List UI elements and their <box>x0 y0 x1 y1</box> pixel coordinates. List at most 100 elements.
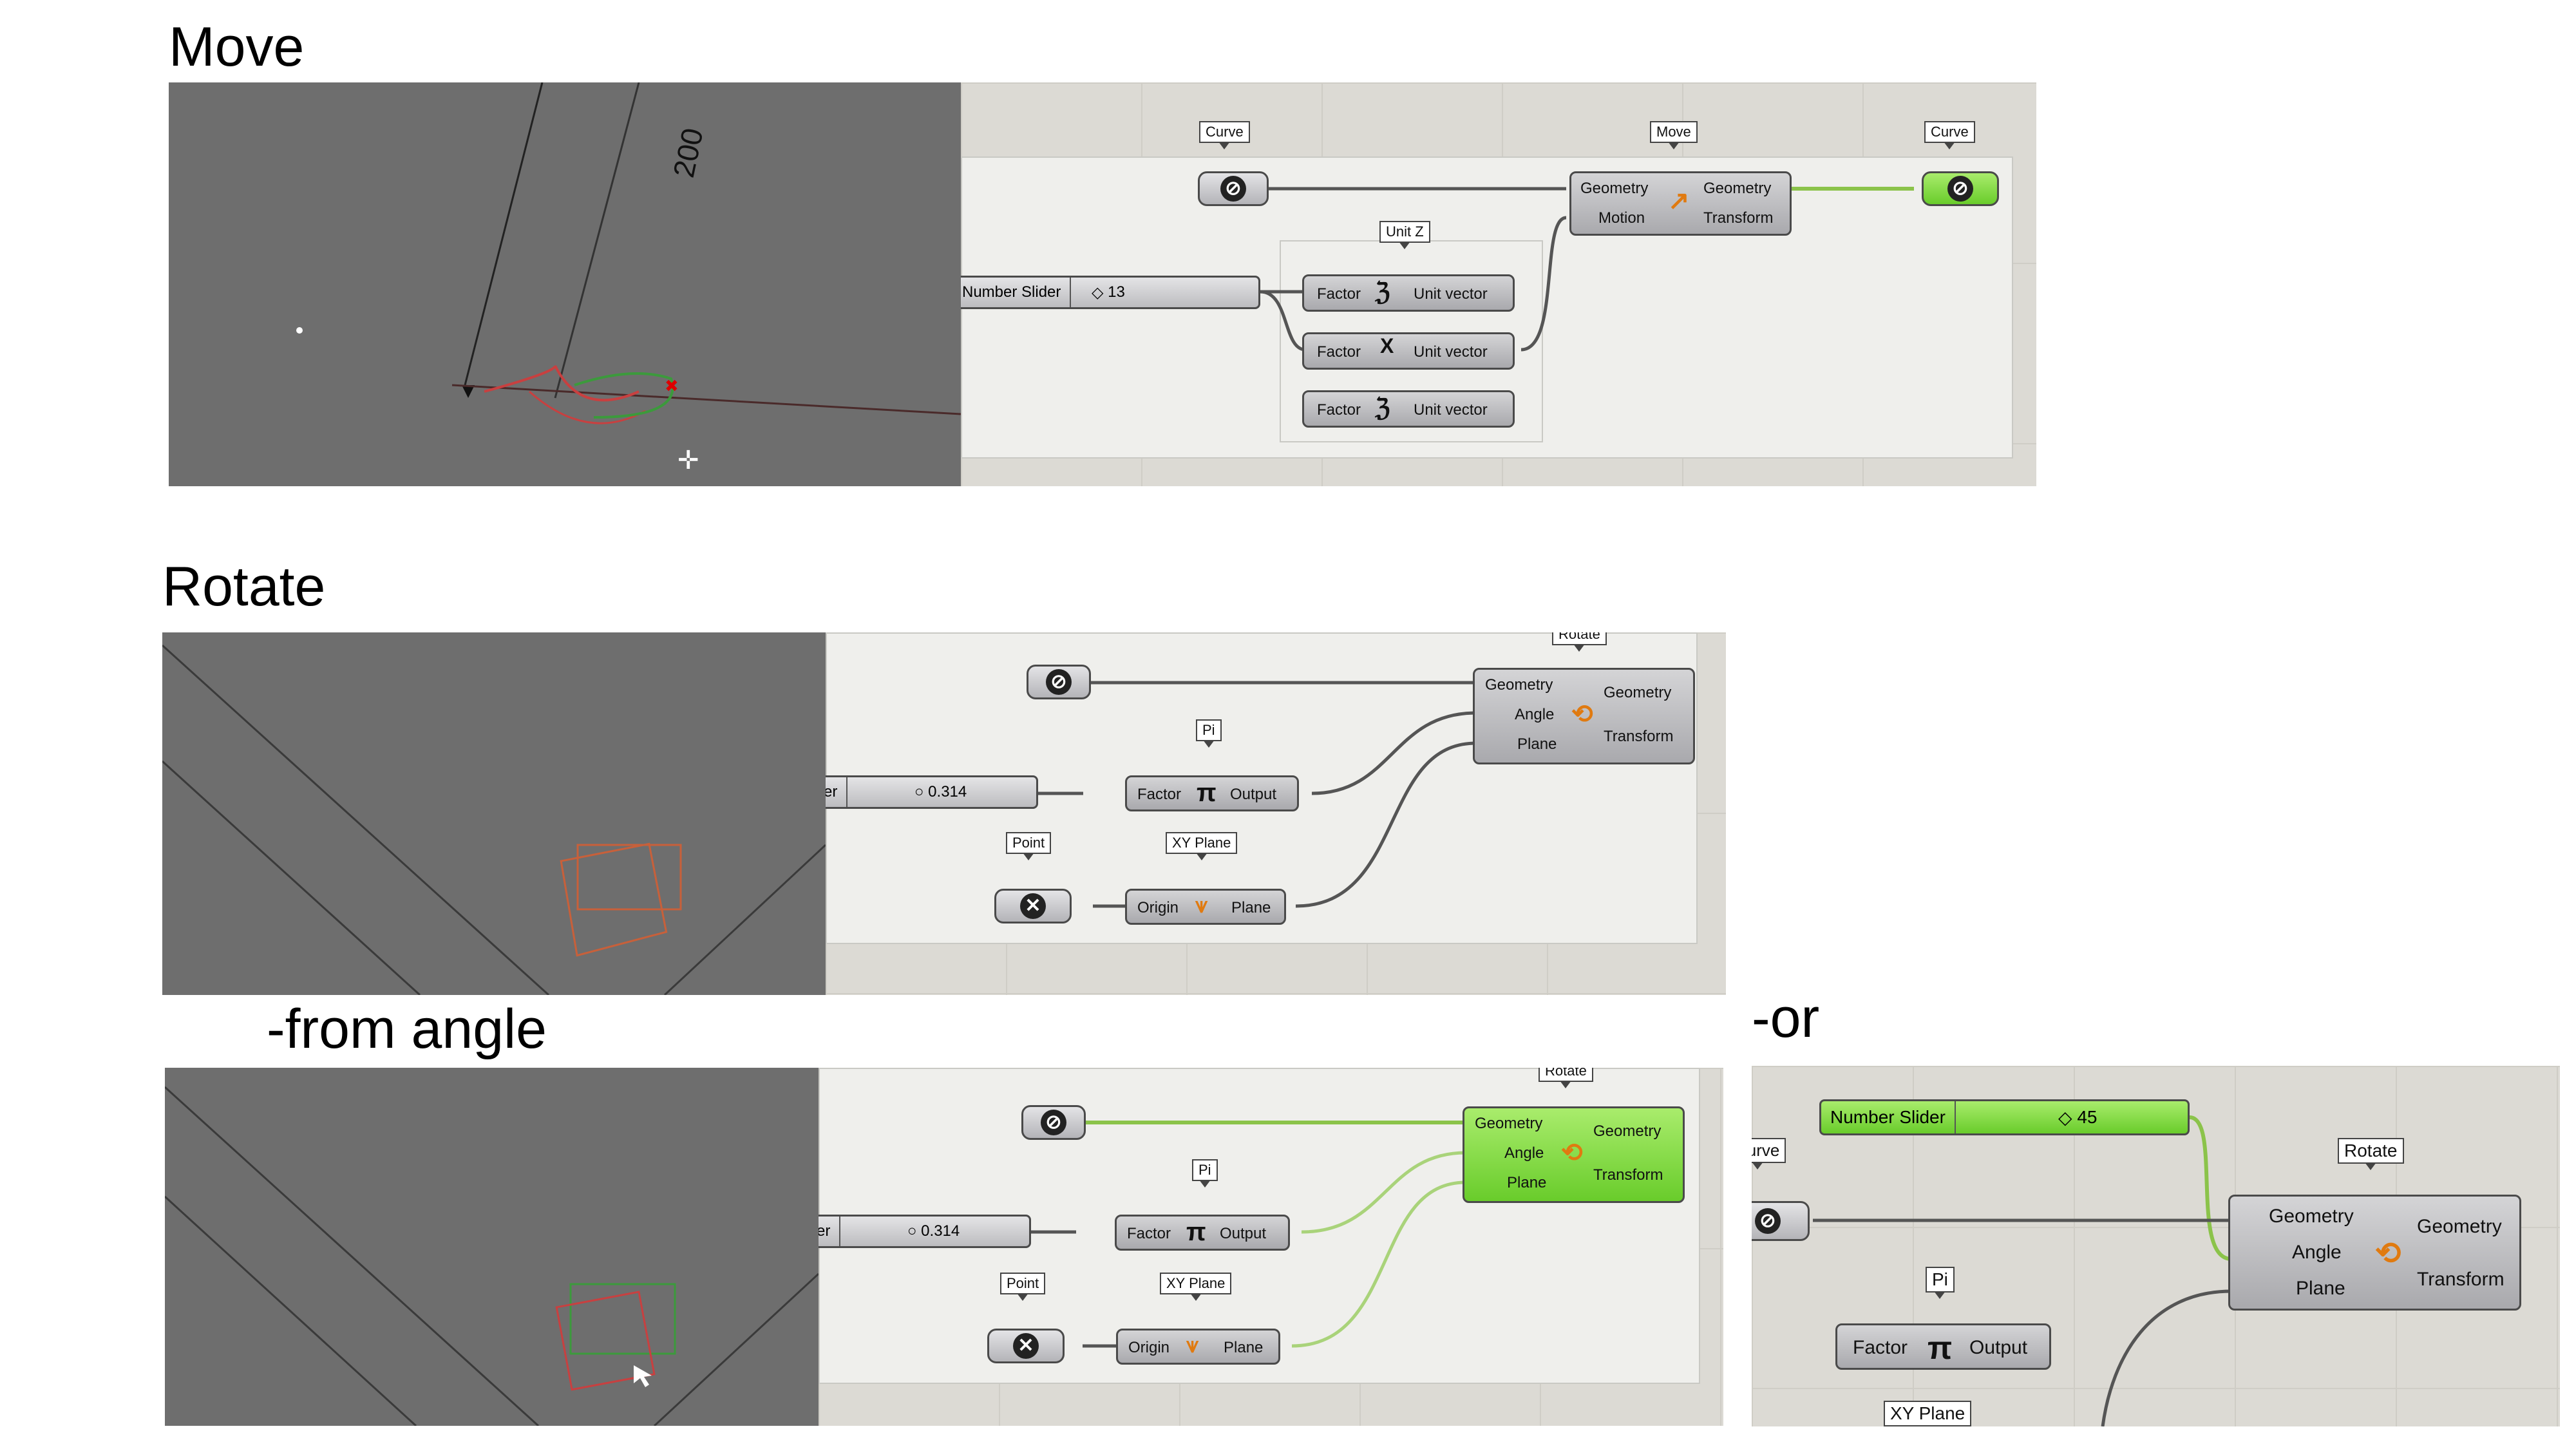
number-slider[interactable]: Slider ○ 0.314 <box>826 775 1038 809</box>
unit-z-icon: ℨ <box>1375 395 1390 422</box>
rotate-component[interactable]: Geometry Angle Plane ⟲ Geometry Transfor… <box>1463 1106 1685 1203</box>
rotate-screenshot: Rotate ⊘ Pi Slider ○ 0.314 Factor π Outp… <box>162 632 1726 995</box>
svg-text:✖: ✖ <box>665 376 679 395</box>
title-move: Move <box>169 16 305 78</box>
slider-value-text: 0.314 <box>928 783 967 800</box>
pi-out: Output <box>1230 786 1277 803</box>
xy-in: Origin <box>1128 1339 1170 1356</box>
rotate-component[interactable]: Geometry Angle Plane ⟲ Geometry Transfor… <box>1473 668 1695 764</box>
viewport-geometry <box>162 644 826 995</box>
curve-param[interactable]: ⊘ <box>1752 1201 1810 1241</box>
point-param[interactable]: ✕ <box>987 1329 1065 1363</box>
unit-z-in: Factor <box>1317 285 1361 303</box>
curve-tag: Curve <box>1199 121 1250 149</box>
pi-icon: π <box>1927 1330 1953 1366</box>
xy-plane-component[interactable]: Origin ⩛ Plane <box>1125 889 1286 925</box>
rotate-icon: ⟲ <box>2375 1236 2401 1271</box>
rot-out-geometry: Geometry <box>2417 1216 2502 1237</box>
curve-param[interactable]: ⊘ <box>1021 1105 1086 1140</box>
curve-out-tag: Curve <box>1924 121 1975 149</box>
unit-z-component[interactable]: Factor ℨ Unit vector <box>1302 274 1515 312</box>
curve-param[interactable]: ⊘ <box>1027 665 1091 699</box>
xy-out: Plane <box>1231 899 1271 916</box>
pi-component[interactable]: Factor π Output <box>1115 1215 1290 1251</box>
grasshopper-canvas[interactable]: Rotate ⊘ Pi Slider ○ 0.314 Factor π Outp… <box>826 632 1726 995</box>
viewport-geometry: ✖ 200 ✛ <box>296 82 961 475</box>
slider-value-text: 45 <box>2077 1107 2098 1127</box>
slider-value[interactable]: ○ 0.314 <box>907 1222 960 1240</box>
xy-plane-tag: XY Plane <box>1160 1273 1232 1301</box>
point-tag: Point <box>1006 832 1052 860</box>
move-component[interactable]: Geometry Motion ↗ Geometry Transform <box>1569 171 1792 236</box>
pi-component[interactable]: Factor π Output <box>1125 775 1299 811</box>
grasshopper-canvas[interactable]: Rotate ⊘ Pi Slider ○ 0.314 Factor π Outp… <box>819 1068 1723 1426</box>
move-out-transform: Transform <box>1703 209 1774 227</box>
move-in-geometry: Geometry <box>1580 180 1649 197</box>
xy-plane-tag: XY Plane <box>1166 832 1238 860</box>
from-angle-wires <box>1031 1121 1466 1348</box>
move-screenshot: ✖ 200 ✛ Curve ⊘ Move Curve ⊘ Unit Z Numb… <box>169 82 2036 486</box>
unit-x-out: Unit vector <box>1414 343 1488 361</box>
xy-plane-icon: ⩛ <box>1186 1333 1199 1358</box>
curve-tag: Curve <box>1752 1138 1786 1170</box>
pi-icon: π <box>1197 779 1217 807</box>
unit-z2-out: Unit vector <box>1414 401 1488 419</box>
rot-in-angle: Angle <box>1504 1144 1544 1162</box>
curve-param[interactable]: ⊘ <box>1198 171 1269 206</box>
unit-z-icon: ℨ <box>1375 279 1390 306</box>
rot-out-geometry: Geometry <box>1593 1122 1662 1140</box>
rhino-viewport[interactable] <box>165 1068 819 1426</box>
rotate-icon: ⟲ <box>1561 1139 1583 1167</box>
unit-z-component-2[interactable]: Factor ℨ Unit vector <box>1302 390 1515 428</box>
curve-output-param[interactable]: ⊘ <box>1922 171 1999 206</box>
rotate-component[interactable]: Geometry Angle Plane ⟲ Geometry Transfor… <box>2228 1195 2521 1311</box>
grasshopper-canvas[interactable]: Number Slider ◇ 45 Curve ⊘ Rotate Geomet… <box>1752 1066 2560 1426</box>
unit-x-icon: X <box>1380 334 1394 357</box>
slider-value[interactable]: ◇ 45 <box>2058 1107 2098 1128</box>
pi-in: Factor <box>1127 1225 1171 1242</box>
xy-plane-component[interactable]: Origin ⩛ Plane <box>1116 1329 1280 1365</box>
pi-tag: Pi <box>1192 1159 1218 1188</box>
rotate-tag: Rotate <box>2338 1138 2404 1170</box>
pi-component[interactable]: Factor π Output <box>1835 1323 2051 1370</box>
xy-plane-icon: ⩛ <box>1195 893 1208 918</box>
number-slider[interactable]: Slider ○ 0.314 <box>819 1215 1031 1248</box>
slider-value-text: 0.314 <box>921 1222 960 1240</box>
title-rotate: Rotate <box>162 556 326 618</box>
rot-in-geometry: Geometry <box>1485 676 1553 694</box>
unit-z2-in: Factor <box>1317 401 1361 419</box>
move-tag: Move <box>1650 121 1698 149</box>
slider-value[interactable]: ○ 0.314 <box>914 783 967 800</box>
pi-tag: Pi <box>1926 1267 1955 1299</box>
rotate-icon: ⟲ <box>1571 700 1593 728</box>
move-out-geometry: Geometry <box>1703 180 1772 197</box>
point-param[interactable]: ✕ <box>994 889 1072 923</box>
title-from-angle: -from angle <box>267 998 547 1060</box>
slider-name: Slider <box>819 1217 841 1246</box>
rot-out-transform: Transform <box>1604 728 1674 745</box>
xy-out: Plane <box>1224 1339 1264 1356</box>
viewport-geometry <box>165 1086 819 1426</box>
rot-out-transform: Transform <box>1593 1166 1663 1184</box>
unit-z-tag: Unit Z <box>1379 221 1430 249</box>
curve-param-icon: ⊘ <box>1220 176 1246 202</box>
dimension-label: 200 <box>667 125 710 180</box>
rot-out-geometry: Geometry <box>1604 684 1672 701</box>
curve-param-icon: ⊘ <box>1046 669 1072 695</box>
number-slider[interactable]: Number Slider ◇ 13 <box>961 276 1260 309</box>
unit-x-component[interactable]: Factor X Unit vector <box>1302 332 1515 370</box>
pi-in: Factor <box>1853 1337 1908 1358</box>
curve-param-icon: ⊘ <box>1041 1110 1066 1135</box>
unit-x-in: Factor <box>1317 343 1361 361</box>
svg-text:✛: ✛ <box>677 446 699 475</box>
rot-in-geometry: Geometry <box>1475 1115 1543 1132</box>
move-wires <box>1260 187 1914 352</box>
or-screenshot: Number Slider ◇ 45 Curve ⊘ Rotate Geomet… <box>1752 1066 2560 1426</box>
number-slider[interactable]: Number Slider ◇ 45 <box>1819 1099 2190 1135</box>
rhino-viewport[interactable] <box>162 632 826 995</box>
slider-name: Number Slider <box>961 278 1072 307</box>
slider-name: Slider <box>826 777 848 807</box>
slider-value[interactable]: ◇ 13 <box>1092 283 1125 301</box>
rhino-viewport[interactable]: ✖ 200 ✛ <box>169 82 961 486</box>
grasshopper-canvas[interactable]: Curve ⊘ Move Curve ⊘ Unit Z Number Slide… <box>961 82 2036 486</box>
